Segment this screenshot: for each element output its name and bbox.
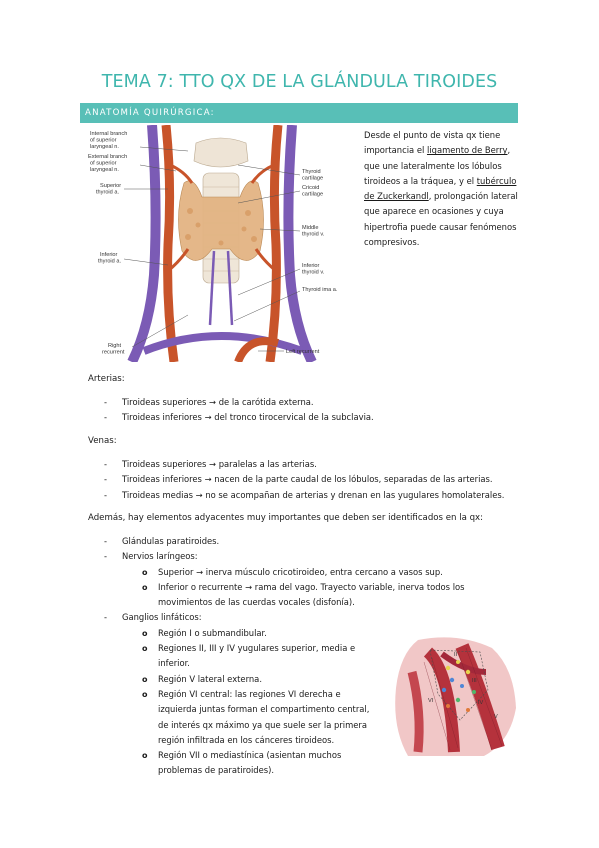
arterias-label: Arterias: xyxy=(88,374,125,384)
page-title: TEMA 7: TTO QX DE LA GLÁNDULA TIROIDES xyxy=(101,72,498,92)
list-item: Tiroideas inferiores → del tronco tiroce… xyxy=(88,410,518,426)
arrow-right-icon: → xyxy=(209,397,217,407)
ganglios-sublist: Región I o submandibular. Regiones II, I… xyxy=(122,626,374,779)
arrow-right-icon: → xyxy=(209,459,217,469)
section-header-anatomia: ANATOMÍA QUIRÚRGICA: xyxy=(80,103,518,123)
elementos-list: Glándulas paratiroides. Nervios laríngeo… xyxy=(88,534,518,779)
neck-lymph-regions-figure: II III IV V VI xyxy=(388,632,522,756)
list-item: Ganglios linfáticos: Región I o submandi… xyxy=(88,610,518,778)
list-item: Tiroideas superiores → paralelas a las a… xyxy=(88,457,518,473)
ligamento-berry-term: ligamento de Berry xyxy=(426,145,508,156)
list-item: Nervios laríngeos: Superior → inerva mús… xyxy=(88,549,518,610)
intro-paragraph: Desde el punto de vista qx tiene importa… xyxy=(364,130,518,248)
list-item: Tiroideas medias → no se acompañan de ar… xyxy=(88,488,518,504)
list-item: Tiroideas superiores → de la carótida ex… xyxy=(88,395,518,411)
region-label-iii: III xyxy=(472,678,477,684)
list-item: Inferior o recurrente → rama del vago. T… xyxy=(122,580,514,611)
arrow-right-icon: → xyxy=(204,412,212,423)
list-item: Superior → inerva músculo cricotiroideo,… xyxy=(122,565,518,581)
label-thyroid-ima-a: Thyroid ima a. xyxy=(302,287,338,293)
arrow-right-icon: → xyxy=(245,581,253,592)
nervios-sublist: Superior → inerva músculo cricotiroideo,… xyxy=(122,565,518,611)
label-left-recurrent: Left recurrent xyxy=(286,349,320,355)
list-item: Glándulas paratiroides. xyxy=(88,534,518,550)
list-item: Región VII o mediastínica (asientan much… xyxy=(122,748,374,779)
tuberculo-zuckerkandl-term: tubérculo de Zuckerkandl xyxy=(364,175,517,202)
list-item: Región V lateral externa. xyxy=(122,672,374,688)
region-label-ii: II xyxy=(454,652,458,658)
list-item: Región I o submandibular. xyxy=(122,626,374,642)
region-label-iv: IV xyxy=(478,700,484,706)
list-item: Tiroideas inferiores → nacen de la parte… xyxy=(88,472,518,488)
arrow-right-icon: → xyxy=(195,489,203,500)
region-label-v: V xyxy=(494,714,498,720)
arrow-right-icon: → xyxy=(204,474,212,485)
venas-list: Tiroideas superiores → paralelas a las a… xyxy=(88,457,518,503)
venas-label: Venas: xyxy=(88,436,117,446)
arterias-list: Tiroideas superiores → de la carótida ex… xyxy=(88,395,518,426)
list-item: Regiones II, III y IV yugulares superior… xyxy=(122,641,374,672)
region-label-vi: VI xyxy=(428,698,434,704)
arrow-right-icon: → xyxy=(196,566,204,577)
list-item: Región VI central: las regiones VI derec… xyxy=(122,687,374,748)
ademas-paragraph: Además, hay elementos adyacentes muy imp… xyxy=(88,513,484,523)
